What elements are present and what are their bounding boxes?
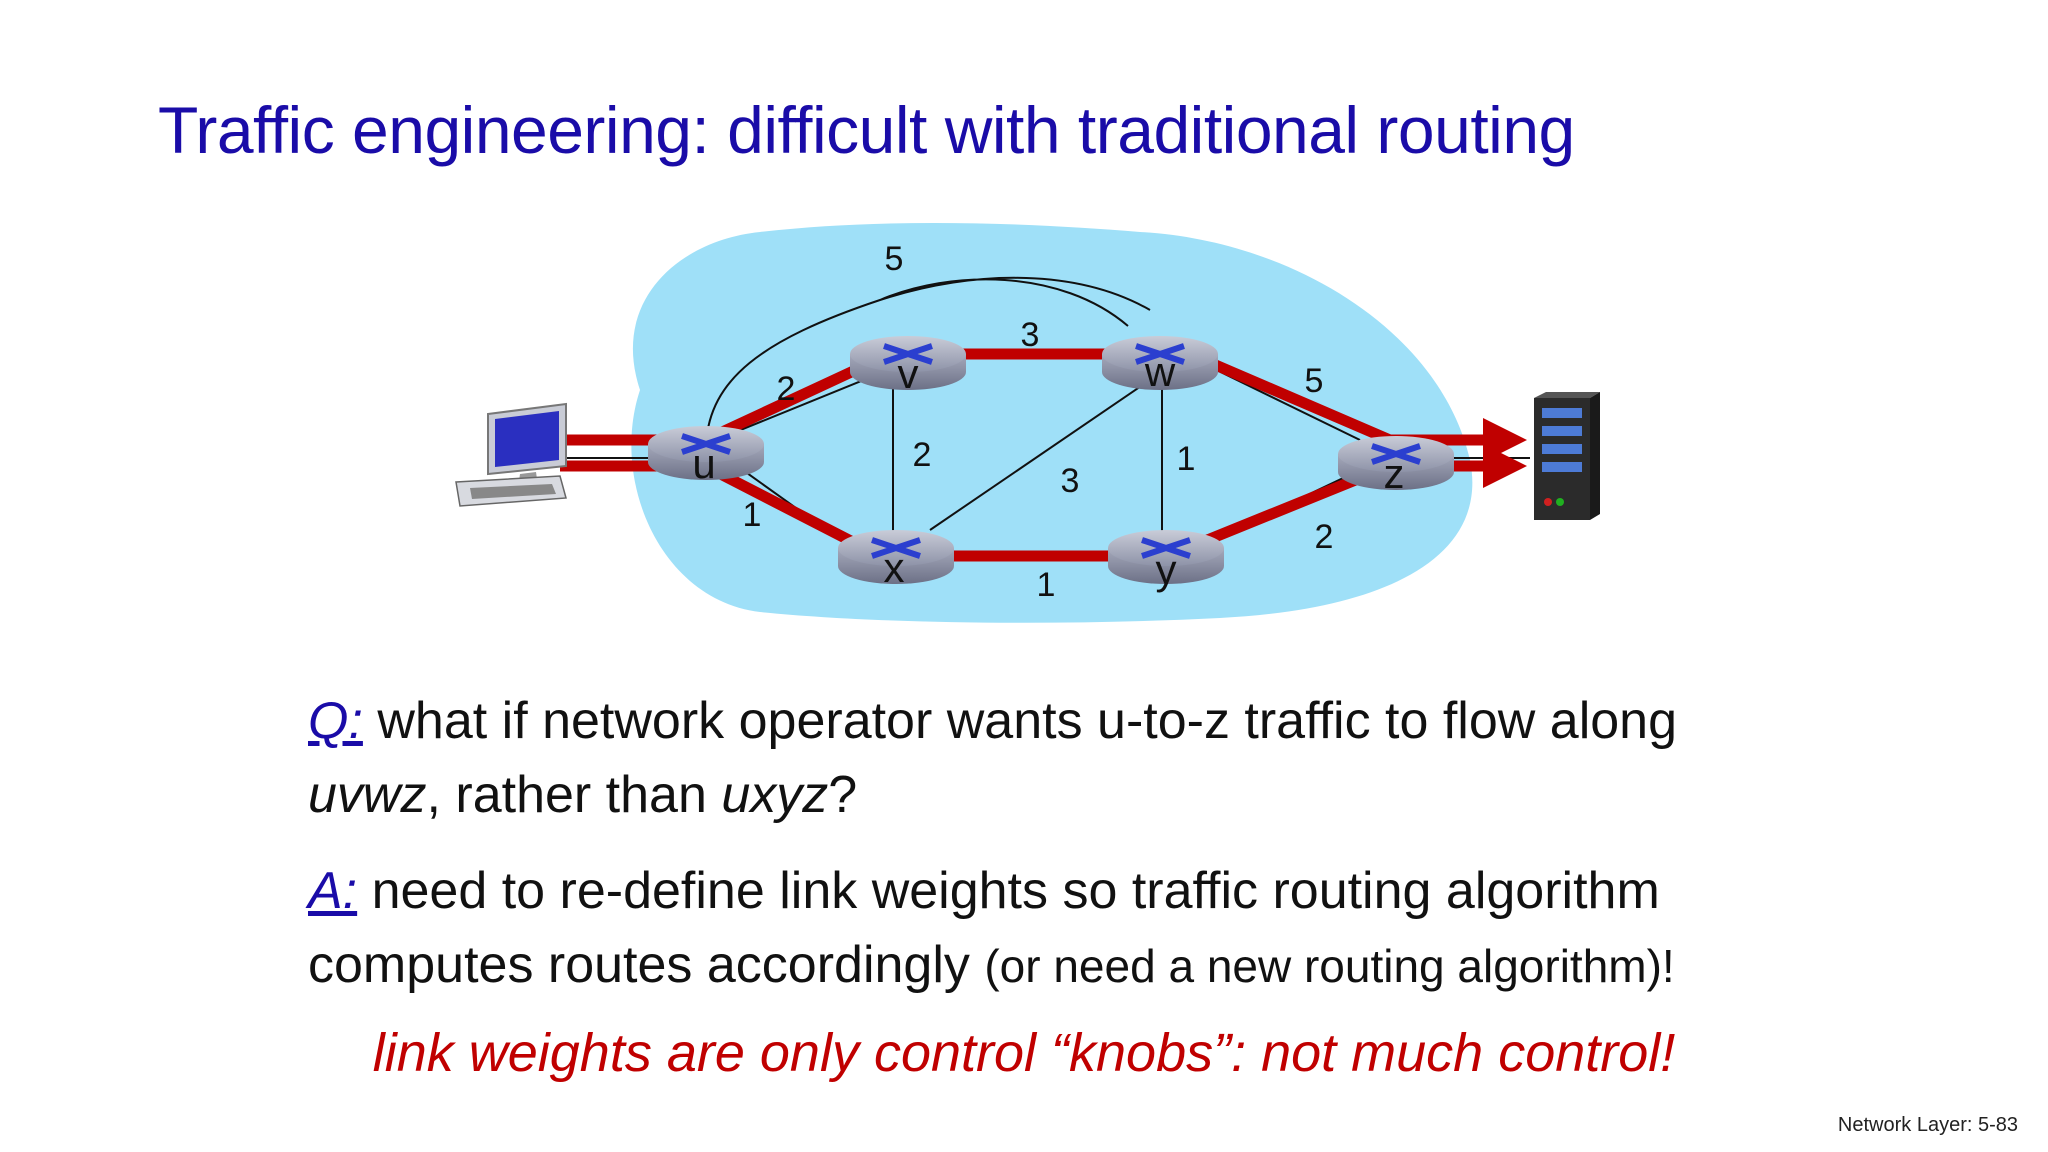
conclusion-text: link weights are only control “knobs”: n… [372,1023,1676,1083]
router-u [648,426,764,480]
answer-label: A: [308,862,358,920]
footer-page-label: Network Layer: 5-83 [1837,1114,2018,1136]
router-x [838,530,954,584]
link-u-w [705,276,1151,445]
host-computer-icon [455,402,567,507]
weight-v-x: 2 [913,436,932,474]
weight-u-x: 1 [743,496,762,534]
slide-title: Traffic engineering: difficult with trad… [158,93,1575,167]
weight-v-w: 3 [1021,316,1040,354]
answer-text-line1: need to re-define link weights so traffi… [371,862,1660,920]
question-middle: , rather than [426,766,722,824]
question-path1: uvwz [308,766,427,824]
node-label-w: w [1144,348,1176,395]
question-label: Q: [308,692,363,750]
router-w [1102,336,1218,390]
router-z [1338,436,1454,490]
weight-u-v: 2 [777,370,796,408]
weight-w-z: 5 [1305,362,1324,400]
question-text-line1: what if network operator wants u-to-z tr… [377,692,1678,750]
router-y [1108,530,1224,584]
server-icon [1534,392,1600,520]
link-x-w [929,379,1151,531]
node-label-x: x [884,544,905,591]
answer-text-line2: computes routes accordingly [308,936,970,994]
node-label-y: y [1156,546,1177,593]
answer-small-text: (or need a new routing algorithm)! [984,940,1675,992]
node-label-z: z [1384,450,1405,497]
weight-x-y: 1 [1037,566,1056,604]
question-path2: uxyz [721,766,829,824]
network-diagram: u v w x y z 2 1 5 3 2 3 1 1 5 2 [455,222,1600,623]
node-label-v: v [898,350,919,397]
question-paragraph: Q: what if network operator wants u-to-z… [308,684,1677,832]
node-label-u: u [692,440,715,487]
answer-paragraph: A: need to re-define link weights so tra… [308,854,1675,1003]
weight-w-y: 1 [1177,440,1196,478]
weight-u-w: 5 [885,240,904,278]
router-v [850,336,966,390]
question-end: ? [828,766,858,824]
weight-y-z: 2 [1315,518,1334,556]
weight-x-w: 3 [1061,462,1080,500]
